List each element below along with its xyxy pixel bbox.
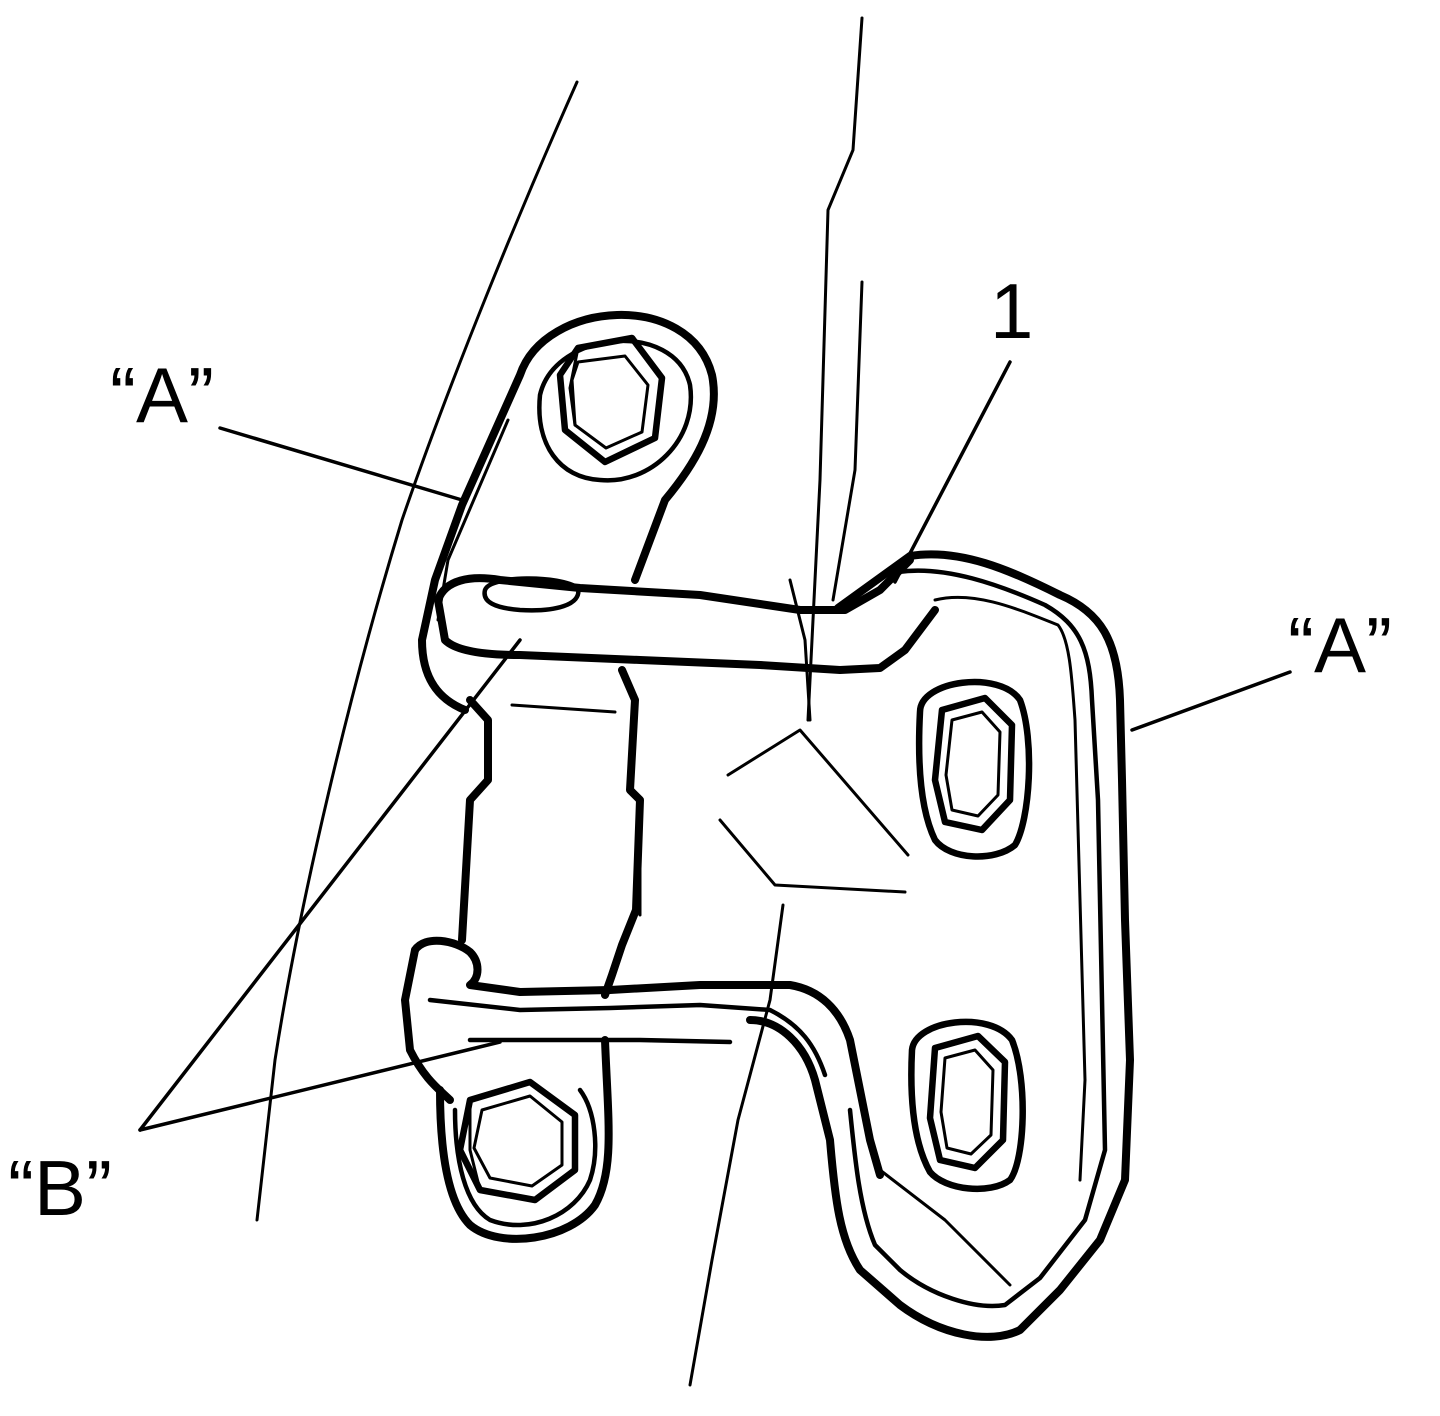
hinge-leaf-diagonal-crease bbox=[878, 1168, 1012, 1287]
barrel-left-edge bbox=[458, 696, 492, 944]
lower-door-bolt-icon bbox=[908, 1018, 1026, 1193]
lower-bolt-icon bbox=[456, 1078, 579, 1204]
lower-arm-inner-edge bbox=[427, 997, 828, 1078]
upper-bolt-icon bbox=[556, 334, 666, 466]
lower-arm-lower-edge bbox=[467, 1037, 733, 1045]
upper-hinge-arm bbox=[434, 556, 939, 674]
hinge-leaf-outer-outline bbox=[746, 550, 1134, 1341]
callout-a-right: “A” bbox=[1288, 601, 1392, 689]
barrel-top-line bbox=[510, 703, 617, 714]
upper-arm-outline bbox=[434, 556, 939, 674]
door-edge-line-bottom bbox=[688, 903, 785, 1387]
lower-hinge-arm bbox=[401, 936, 884, 1179]
callout-b: “B” bbox=[8, 1144, 112, 1232]
leader-part-1 bbox=[893, 360, 1012, 584]
leader-a-left bbox=[218, 426, 464, 502]
door-hinge-leaf bbox=[718, 550, 1134, 1341]
lower-bracket-outline bbox=[436, 1036, 613, 1243]
body-panel-left-line bbox=[255, 80, 579, 1222]
hinge-leaf-edge-highlight bbox=[933, 595, 1087, 1182]
leader-b-lower bbox=[138, 1040, 502, 1132]
leader-lines bbox=[138, 360, 1292, 1132]
upper-bracket-outline bbox=[418, 311, 718, 714]
lower-arm-outline-top bbox=[411, 936, 884, 1179]
hinge-leaf-emboss bbox=[718, 728, 910, 894]
lower-arm-outline-bottom bbox=[401, 946, 454, 1104]
lower-bracket-inner-rim bbox=[452, 1087, 598, 1228]
lower-body-bracket bbox=[436, 1036, 613, 1243]
leader-a-right bbox=[1130, 670, 1292, 732]
upper-arm-pivot-pin bbox=[482, 576, 581, 613]
hinge-pin-barrel bbox=[458, 666, 644, 999]
door-edge-line-inner bbox=[831, 280, 864, 602]
leader-b-upper bbox=[138, 638, 522, 1132]
hinge-leaf-inner-outline bbox=[847, 568, 1108, 1309]
upper-door-bolt-icon bbox=[915, 678, 1033, 860]
callout-part-number: 1 bbox=[990, 267, 1033, 355]
hinge-leaf-fold-line bbox=[788, 578, 812, 722]
callout-a-left: “A” bbox=[110, 351, 214, 439]
barrel-right-edge bbox=[601, 666, 644, 999]
upper-body-bracket bbox=[418, 311, 718, 714]
door-edge-line-top bbox=[806, 16, 864, 722]
